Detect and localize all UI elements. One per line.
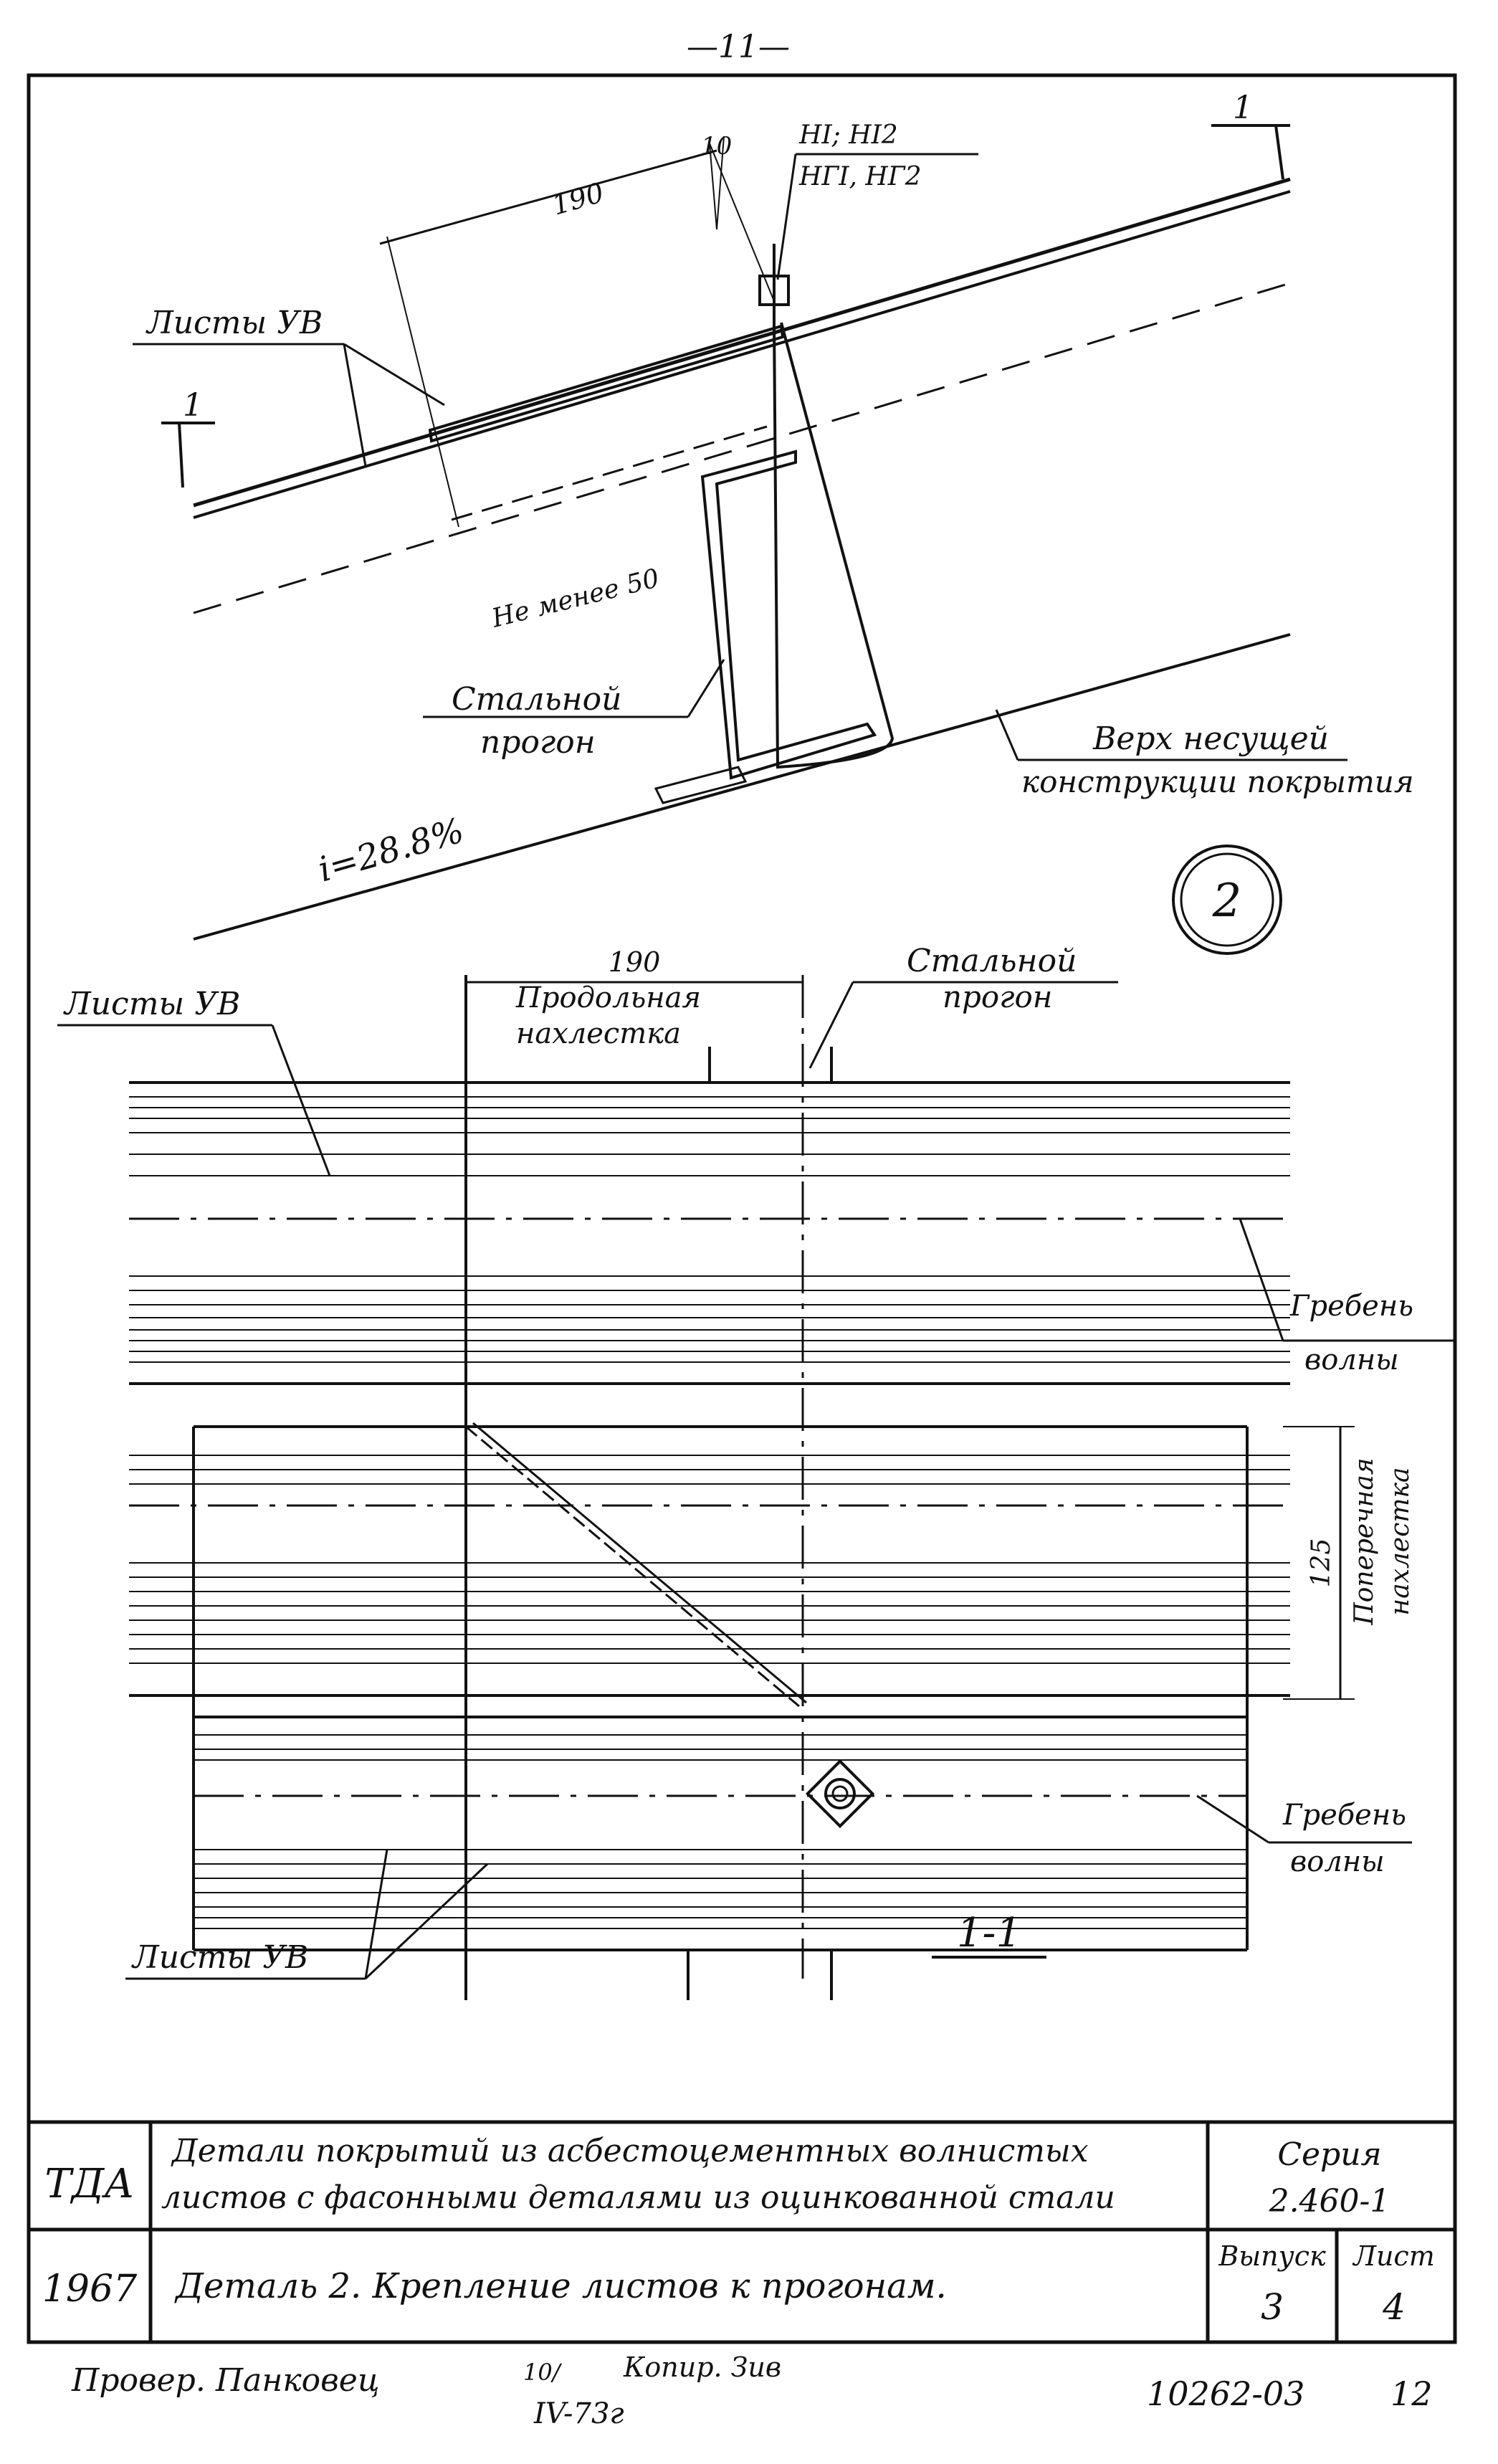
label-ridge-2a: Гребень xyxy=(1282,1799,1406,1832)
footer-copy: Копир. Зив xyxy=(623,2351,781,2383)
footer-checked: Провер. Панковец xyxy=(71,2362,380,2399)
dim-ext-right xyxy=(709,143,775,302)
label-longitudinal-1: Продольная xyxy=(515,981,701,1014)
label-ridge-1b: волны xyxy=(1304,1343,1399,1376)
dim-line-190 xyxy=(379,149,717,245)
detail-circle-inner xyxy=(1180,852,1274,947)
structure-top-line xyxy=(193,633,1291,941)
fastener-bolt-inner xyxy=(831,1785,849,1802)
hook-bolt xyxy=(773,322,894,769)
marks-text-2: НГI, НГ2 xyxy=(798,162,921,191)
page-number: —11— xyxy=(687,29,790,65)
footer-page: 12 xyxy=(1390,2374,1433,2413)
title-year: 1967 xyxy=(42,2268,138,2311)
label-longitudinal-2: нахлестка xyxy=(516,1017,681,1050)
label-plan-purlin-2: прогон xyxy=(943,979,1052,1014)
section-mark-text-top: 1 xyxy=(1233,90,1253,126)
label-plan-sheets-bottom: Листы УВ xyxy=(131,1939,308,1976)
section-mark-left-arrow xyxy=(178,422,184,488)
dim-text-10: 10 xyxy=(701,132,732,161)
label-plan-purlin-1: Стальной xyxy=(907,943,1077,979)
sheet-bottom-line xyxy=(193,190,1291,519)
dim-tick-10 xyxy=(709,143,717,230)
issue-label: Выпуск xyxy=(1218,2240,1326,2272)
label-ridge-2b: волны xyxy=(1290,1845,1385,1878)
label-min-50: Не менее 50 xyxy=(488,563,662,634)
detail-circle-outer xyxy=(1172,845,1282,955)
sheet-top-line xyxy=(193,177,1291,508)
sheet-label: Лист xyxy=(1352,2240,1435,2272)
dim-text-190: 190 xyxy=(548,176,607,221)
fastener-bolt-outer xyxy=(824,1778,856,1809)
marks-text-1: НI; НI2 xyxy=(798,120,898,150)
footer: Провер. Панковец 10/ IV-73г Копир. Зив 1… xyxy=(71,2351,1433,2430)
plan-dim-text-125: 125 xyxy=(1307,1538,1336,1588)
steel-purlin xyxy=(700,449,877,780)
title-line-1: Детали покрытий из асбестоцементных волн… xyxy=(171,2133,1089,2169)
label-purlin-2: прогон xyxy=(480,724,596,761)
footer-date-1: 10/ xyxy=(523,2359,563,2386)
footer-doc-number: 10262-03 xyxy=(1147,2374,1304,2413)
section-title: 1-1 xyxy=(957,1910,1021,1956)
detail-section-view: 190 10 НI; НI2 НГI, НГ2 1 1 Листы УВ Не … xyxy=(133,90,1414,955)
title-line-2: листов с фасонными деталями из оцинкован… xyxy=(161,2179,1115,2216)
slope-text: i=28.8% xyxy=(314,810,468,890)
detail-number: 2 xyxy=(1212,875,1242,928)
wave-hidden-line xyxy=(193,282,1291,614)
overlap-hidden-line xyxy=(451,425,768,521)
label-structure-2: конструкции покрытия xyxy=(1021,764,1414,799)
overlap-sheet xyxy=(428,324,785,443)
sheet-value: 4 xyxy=(1382,2286,1406,2328)
issue-value: 3 xyxy=(1261,2286,1284,2328)
label-cross-2: нахлестка xyxy=(1385,1468,1415,1616)
section-mark-text-left: 1 xyxy=(183,387,203,424)
label-cross-1: Поперечная xyxy=(1350,1457,1379,1625)
detail-title: Деталь 2. Крепление листов к прогонам. xyxy=(174,2266,947,2306)
title-org: ТДА xyxy=(44,2161,134,2207)
purlin-support xyxy=(654,766,748,804)
section-mark-top-arrow xyxy=(1274,125,1284,180)
label-plan-sheets-top: Листы УВ xyxy=(63,986,240,1022)
title-block: ТДА Детали покрытий из асбестоцементных … xyxy=(29,2120,1455,2342)
label-structure-1: Верх несущей xyxy=(1092,720,1329,757)
label-sheets: Листы УВ xyxy=(145,305,323,341)
detail-plan-view: 190 Продольная нахлестка Стальной прогон… xyxy=(57,943,1455,2000)
fastener-washer xyxy=(805,1759,875,1829)
label-ridge-1a: Гребень xyxy=(1289,1290,1413,1323)
dim-ext-left xyxy=(386,236,459,528)
series-label: Серия xyxy=(1277,2136,1381,2173)
series-value: 2.460-1 xyxy=(1269,2183,1390,2220)
label-purlin-1: Стальной xyxy=(452,681,621,718)
plan-dim-text-190: 190 xyxy=(609,946,661,978)
footer-date-2: IV-73г xyxy=(533,2397,624,2430)
sheet-frame xyxy=(27,73,1457,2344)
